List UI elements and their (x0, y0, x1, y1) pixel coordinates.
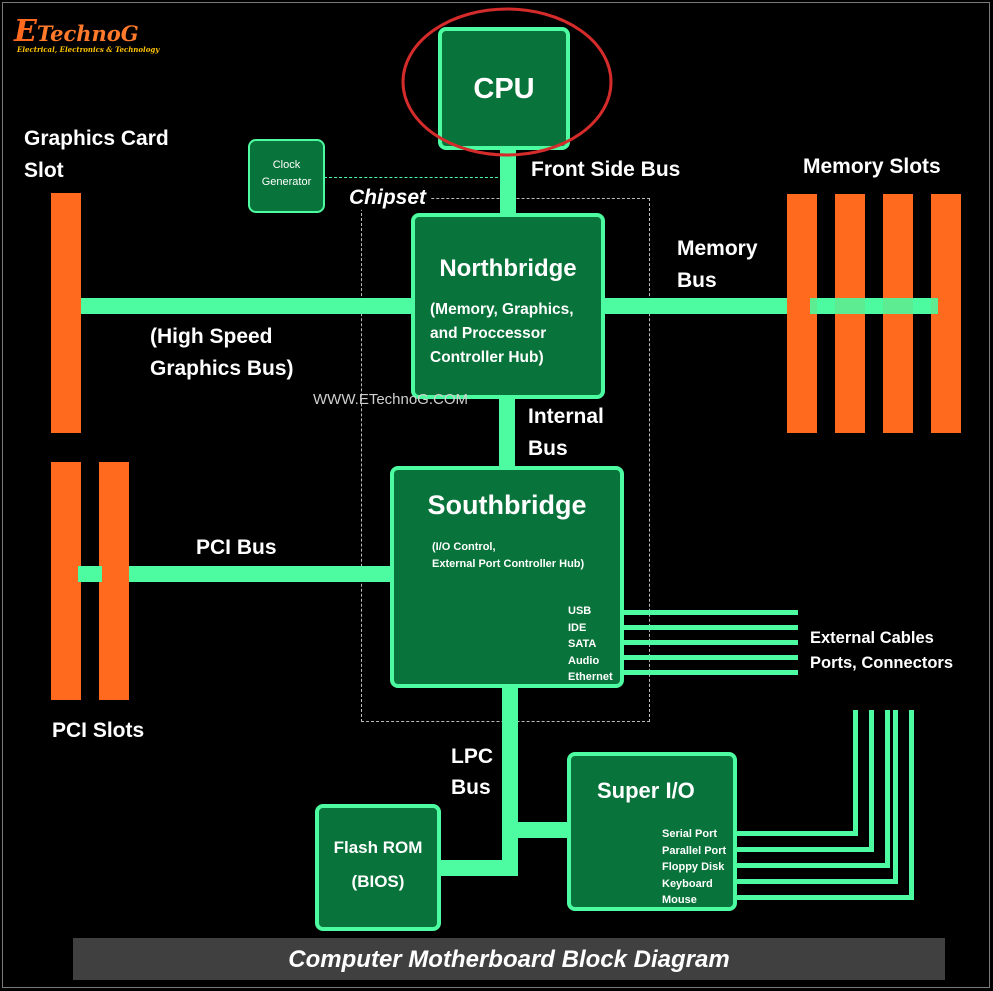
watermark: WWW.ETechnoG.COM (313, 391, 469, 408)
port-parallel: Parallel Port (662, 844, 727, 857)
pci-bus-line (78, 566, 394, 582)
cpu-label: CPU (473, 73, 535, 105)
flash-rom-line2: (BIOS) (351, 872, 405, 891)
port-audio: Audio (568, 654, 600, 667)
chipset-label: Chipset (349, 186, 431, 210)
superio-port-list: Serial Port Parallel Port Floppy Disk Ke… (662, 826, 726, 909)
graphics-slot-label-2: Slot (24, 159, 64, 182)
external-cable-4 (620, 655, 798, 660)
port-serial: Serial Port (662, 828, 718, 840)
clock-generator-line1: Clock (272, 159, 301, 171)
pci-bus-label: PCI Bus (196, 536, 277, 559)
memory-bus-label-2: Bus (677, 269, 717, 292)
graphics-bus-line (78, 298, 414, 314)
highlight-ellipse-shape (401, 7, 613, 157)
external-label-1: External Cables (810, 629, 934, 647)
cpu-box: CPU (438, 27, 570, 150)
superio-cable-3-h (734, 863, 890, 868)
memory-slots-label: Memory Slots (803, 155, 941, 178)
flash-rom-line1: Flash ROM (333, 838, 423, 857)
port-ide: IDE (568, 621, 587, 634)
front-side-bus-line (500, 146, 516, 216)
internal-bus-label-1: Internal (528, 405, 604, 428)
caption-bar: Computer Motherboard Block Diagram (73, 938, 945, 980)
southbridge-desc-2: External Port Controller Hub) (432, 558, 585, 570)
memory-bus-through (810, 298, 938, 314)
southbridge-port-list: USB IDE SATA Audio Ethernet (568, 603, 613, 686)
clock-generator-box: Clock Generator (248, 139, 325, 213)
internal-bus-label-2: Bus (528, 437, 568, 460)
southbridge-desc-1: (I/O Control, (432, 541, 496, 553)
northbridge-title: Northbridge (439, 255, 577, 282)
pci-bus-through (78, 566, 102, 582)
superio-cable-4-v (893, 710, 898, 884)
port-ethernet: Ethernet (568, 671, 613, 683)
graphics-card-slot (51, 193, 81, 433)
logo: ETechnoG (14, 14, 139, 49)
lpc-bus-label-1: LPC (451, 745, 493, 768)
flash-rom-box: Flash ROM (BIOS) (315, 804, 441, 931)
superio-cable-5-v (909, 710, 914, 900)
graphics-bus-label-1: (High Speed (150, 325, 273, 348)
logo-tagline: Electrical, Electronics & Technology (17, 45, 160, 54)
lpc-to-superio-line (502, 822, 572, 838)
logo-name: TechnoG (36, 21, 139, 46)
external-cable-1 (620, 610, 798, 615)
northbridge-box: Northbridge (Memory, Graphics, and Procc… (411, 213, 605, 399)
port-sata: SATA (568, 638, 597, 650)
clock-generator-line2: Generator (261, 176, 312, 188)
port-mouse: Mouse (662, 894, 697, 906)
superio-cable-5-h (734, 895, 914, 900)
pci-slots-label: PCI Slots (52, 719, 145, 742)
northbridge-desc-1: (Memory, Graphics, (430, 301, 574, 318)
southbridge-title: Southbridge (427, 490, 587, 520)
superio-box: Super I/O Serial Port Parallel Port Flop… (567, 752, 737, 911)
internal-bus-line (499, 395, 515, 469)
external-cable-5 (620, 670, 798, 675)
pci-slot-2 (99, 462, 129, 700)
memory-bus-label-1: Memory (677, 237, 758, 260)
northbridge-desc-2: and Proccessor (430, 325, 547, 342)
superio-cable-1-v (853, 710, 858, 836)
lpc-to-flash-line (436, 860, 518, 876)
southbridge-box: Southbridge (I/O Control, External Port … (390, 466, 624, 688)
superio-cable-2-h (734, 847, 874, 852)
external-cable-2 (620, 625, 798, 630)
superio-cable-4-h (734, 879, 898, 884)
caption-text: Computer Motherboard Block Diagram (288, 946, 730, 973)
pci-slot-1 (51, 462, 81, 700)
graphics-bus-label-2: Graphics Bus) (150, 357, 294, 380)
superio-cable-1-h (734, 831, 858, 836)
lpc-bus-label-2: Bus (451, 776, 491, 799)
external-label-2: Ports, Connectors (810, 654, 954, 672)
logo-e-letter: E (14, 14, 37, 49)
superio-title: Super I/O (597, 778, 695, 803)
external-cable-3 (620, 640, 798, 645)
superio-cable-2-v (869, 710, 874, 852)
port-usb: USB (568, 605, 592, 617)
northbridge-desc-3: Controller Hub) (430, 349, 544, 366)
port-keyboard: Keyboard (662, 877, 713, 890)
superio-cable-3-v (885, 710, 890, 868)
clock-link (324, 177, 508, 178)
front-side-bus-label: Front Side Bus (531, 158, 681, 181)
graphics-slot-label-1: Graphics Card (24, 127, 169, 150)
port-floppy: Floppy Disk (662, 861, 725, 873)
